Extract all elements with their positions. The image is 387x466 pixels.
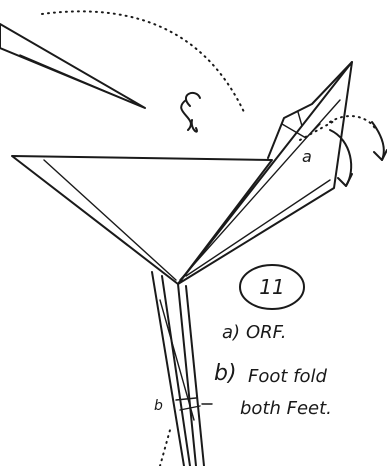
instructions-block: a) ORF. b) Foot fold both Feet. (214, 322, 332, 419)
foot-dotted-line (160, 430, 170, 466)
instruction-a-text: ORF. (246, 322, 286, 343)
legs-shape (152, 272, 212, 466)
instruction-b-marker: b) (214, 361, 237, 386)
turn-over-arc (42, 11, 244, 112)
fold-label-b: b (154, 398, 163, 414)
instruction-b-line2: both Feet. (240, 398, 332, 419)
instruction-a-marker: a) (222, 322, 240, 343)
wing-shape (0, 24, 145, 108)
step-number: 11 (259, 275, 284, 299)
instruction-b-line1: Foot fold (248, 366, 328, 387)
fold-arrow-a (330, 130, 352, 186)
turn-over-icon (181, 93, 200, 132)
step-number-badge: 11 (240, 265, 304, 309)
fold-label-a: a (302, 147, 312, 166)
body-shape (12, 62, 352, 284)
